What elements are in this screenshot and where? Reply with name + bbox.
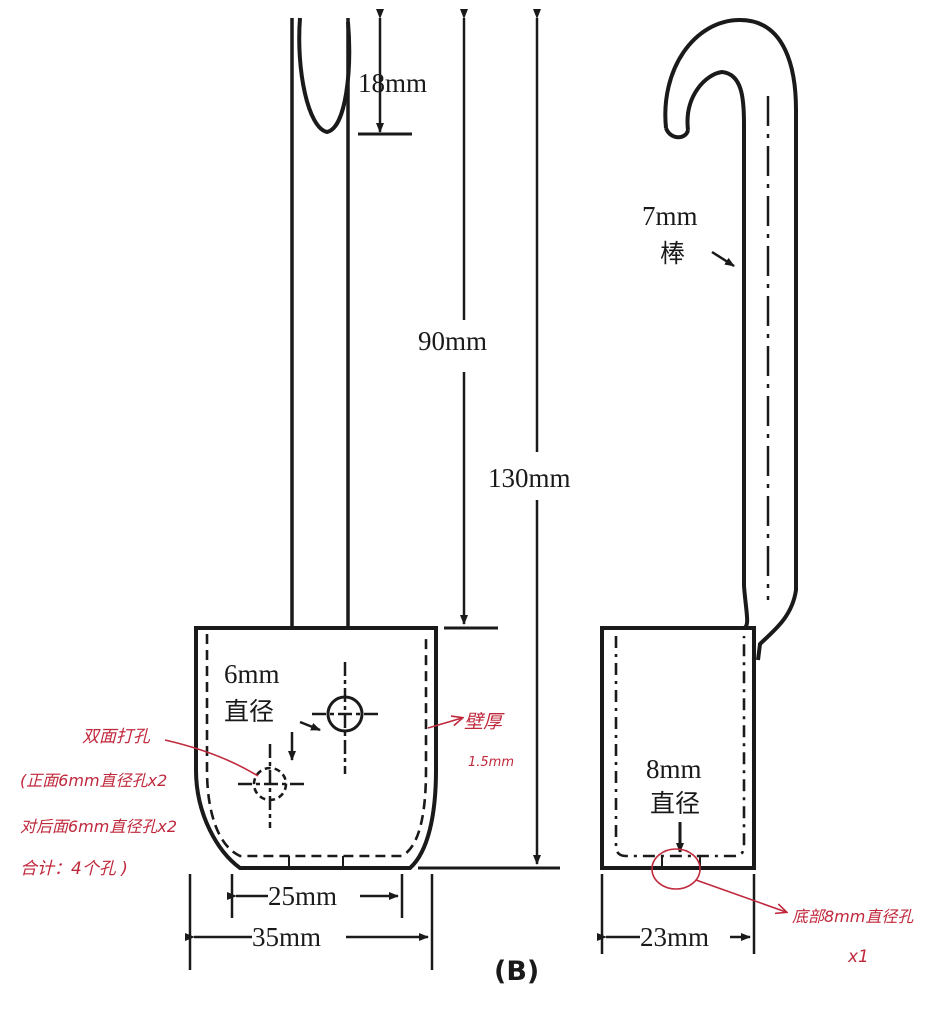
- note-bottom-hole-circle: [651, 848, 701, 890]
- note-double-side-holes: 双面打孔: [82, 727, 151, 747]
- front-hole-word-label: 直径: [224, 697, 274, 726]
- note-bottom-hole: 底部8mm直径孔: [792, 907, 914, 926]
- note-arrow-wall: [427, 718, 462, 729]
- note-back-face: 对后面6mm直径孔x2: [20, 817, 177, 836]
- dimension-130mm: 130mm: [488, 463, 571, 493]
- rod-word-label: 棒: [660, 239, 685, 268]
- side-bucket-outline: [600, 626, 756, 870]
- rod-size-label: 7mm: [642, 201, 698, 231]
- side-bucket-inner-wall: [614, 636, 746, 858]
- dimension-25mm: 25mm: [268, 881, 337, 911]
- dimension-23mm: 23mm: [640, 922, 709, 952]
- front-bucket-inner-wall: [205, 634, 428, 858]
- note-arrow-to-hole: [164, 739, 259, 777]
- dimension-18mm: 18mm: [358, 68, 427, 98]
- handwritten-annotations: 双面打孔 (正面6mm直径孔x2 对后面6mm直径孔x2 合计：4个孔 ) 壁厚…: [20, 711, 914, 967]
- note-total: 合计：4个孔 ): [20, 859, 128, 879]
- front-hole-upper: [312, 662, 378, 774]
- hole-pointer-arrow: [299, 720, 321, 732]
- front-bucket-outline: [194, 626, 438, 870]
- front-view: 6mm 直径: [194, 17, 438, 870]
- dimension-lines: 18mm 90mm 130mm 25mm 35mm: [185, 9, 571, 970]
- front-hook-loop: [297, 17, 352, 135]
- side-hook-inner: [685, 69, 750, 630]
- front-hole-lower: [238, 744, 305, 828]
- front-hole-size-label: 6mm: [224, 659, 280, 689]
- dimension-90mm: 90mm: [418, 326, 487, 356]
- bottom-hole-size-label: 8mm: [646, 754, 702, 784]
- dimension-35mm: 35mm: [252, 922, 321, 952]
- note-arrow-bottom: [695, 879, 786, 912]
- figure-caption: (B): [494, 956, 539, 987]
- note-wall-thickness-value: 1.5mm: [468, 755, 514, 770]
- note-bottom-hole-count: x1: [847, 947, 869, 967]
- note-front-face: (正面6mm直径孔x2: [20, 771, 167, 790]
- note-wall-thickness: 壁厚: [464, 711, 505, 733]
- bottom-hole-word-label: 直径: [650, 789, 700, 818]
- side-view: 7mm 棒 8mm 直径 23mm: [597, 17, 798, 954]
- side-hook-outer: [663, 17, 798, 661]
- rod-pointer-arrow: [711, 250, 735, 268]
